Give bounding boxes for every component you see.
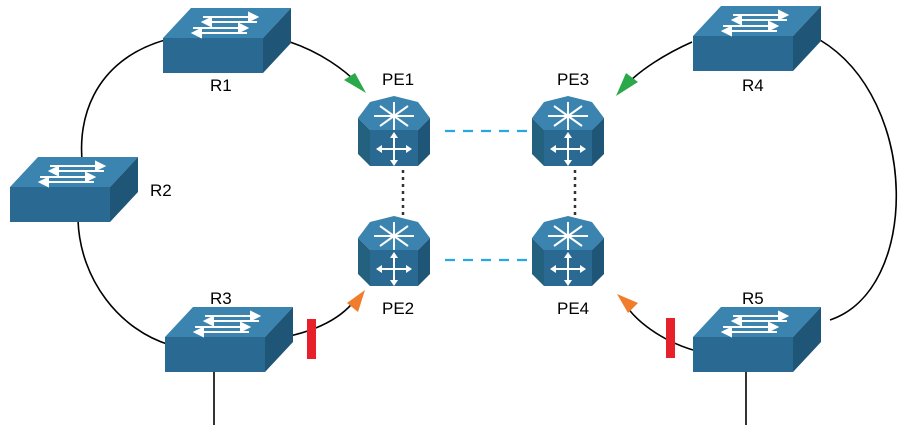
label-r1: R1 (210, 76, 232, 95)
switch-icon (9, 156, 139, 223)
switch-r5[interactable] (692, 306, 822, 373)
label-pe1: PE1 (382, 70, 414, 89)
label-r4: R4 (742, 76, 764, 95)
label-pe3: PE3 (557, 70, 589, 89)
router-pe4[interactable] (531, 215, 605, 287)
link-r5-pe4 (625, 304, 694, 351)
link-r4-pe3 (624, 41, 693, 87)
label-r2: R2 (150, 181, 172, 200)
switch-icon (692, 5, 822, 72)
router-icon (531, 95, 605, 167)
label-r5: R5 (742, 289, 764, 308)
green-arrow-pe3 (616, 73, 638, 96)
router-pe2[interactable] (357, 215, 431, 287)
orange-arrow-pe2 (347, 290, 365, 312)
ring-link-left-bottom (77, 219, 171, 346)
orange-arrow-pe4 (617, 294, 638, 313)
switch-icon (692, 306, 822, 373)
router-icon (531, 215, 605, 287)
switch-r2[interactable] (9, 156, 139, 223)
router-pe3[interactable] (531, 95, 605, 167)
switch-icon (162, 7, 292, 74)
green-arrow-pe1 (344, 73, 366, 93)
blocked-port-r3 (307, 319, 316, 359)
router-icon (357, 95, 431, 167)
label-pe2: PE2 (382, 299, 414, 318)
switch-icon (164, 306, 294, 373)
router-pe1[interactable] (357, 95, 431, 167)
switch-r4[interactable] (692, 5, 822, 72)
ring-link-right (819, 39, 898, 321)
label-pe4: PE4 (557, 299, 589, 318)
router-icon (357, 215, 431, 287)
blocked-port-r5 (666, 318, 675, 358)
label-r3: R3 (210, 289, 232, 308)
switch-r1[interactable] (162, 7, 292, 74)
switch-r3[interactable] (164, 306, 294, 373)
